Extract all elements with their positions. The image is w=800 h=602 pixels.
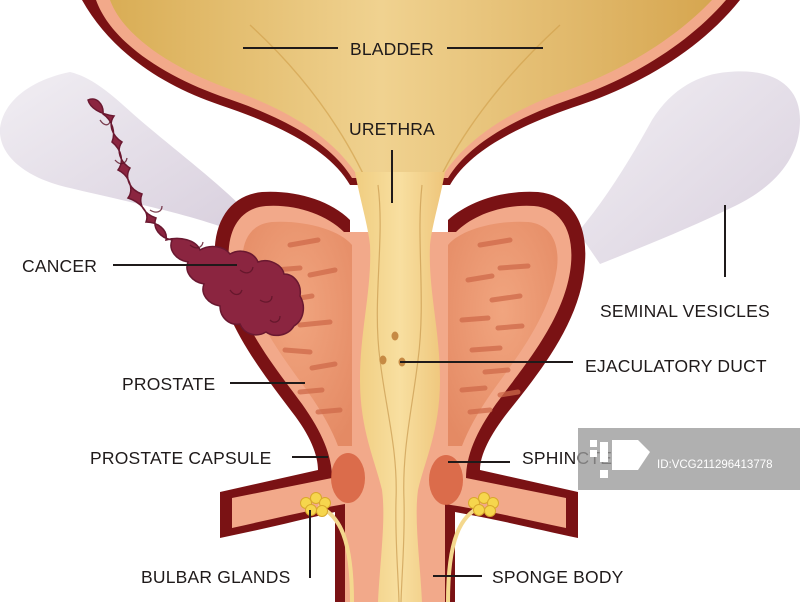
sphincter-left xyxy=(331,453,365,503)
label-urethra: URETHRA xyxy=(349,119,435,139)
bladder xyxy=(110,0,712,172)
label-bulbar-glands: BULBAR GLANDS xyxy=(141,567,290,587)
label-cancer: CANCER xyxy=(22,256,97,276)
label-ejaculatory-duct: EJACULATORY DUCT xyxy=(585,356,767,376)
watermark: ID:VCG211296413778 xyxy=(578,428,800,490)
watermark-logo-icon xyxy=(590,440,650,478)
label-prostate-capsule: PROSTATE CAPSULE xyxy=(90,448,271,468)
leader-lines xyxy=(113,47,726,578)
seminal-vesicle-left xyxy=(0,72,245,228)
sphincter-right xyxy=(429,455,463,505)
label-prostate: PROSTATE xyxy=(122,374,215,394)
ejaculatory-duct-openings xyxy=(379,331,406,367)
label-sponge-body: SPONGE BODY xyxy=(492,567,624,587)
seminal-vesicle-right xyxy=(578,71,800,265)
label-seminal-vesicles: SEMINAL VESICLES xyxy=(600,301,770,321)
label-bladder: BLADDER xyxy=(350,39,434,59)
watermark-id: ID:VCG211296413778 xyxy=(657,459,773,471)
cancer-tumor xyxy=(87,98,305,337)
bulbar-gland-right xyxy=(468,492,499,517)
urethra xyxy=(355,172,445,602)
